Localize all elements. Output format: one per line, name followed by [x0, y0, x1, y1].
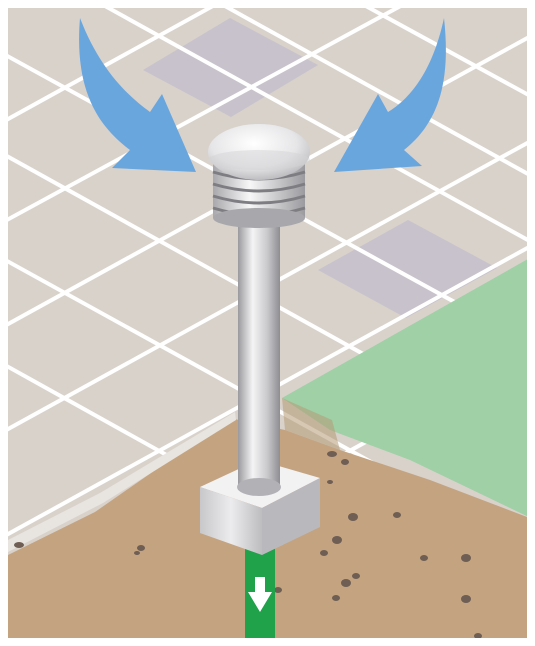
threaded-cap [208, 124, 310, 228]
rod [237, 210, 281, 496]
